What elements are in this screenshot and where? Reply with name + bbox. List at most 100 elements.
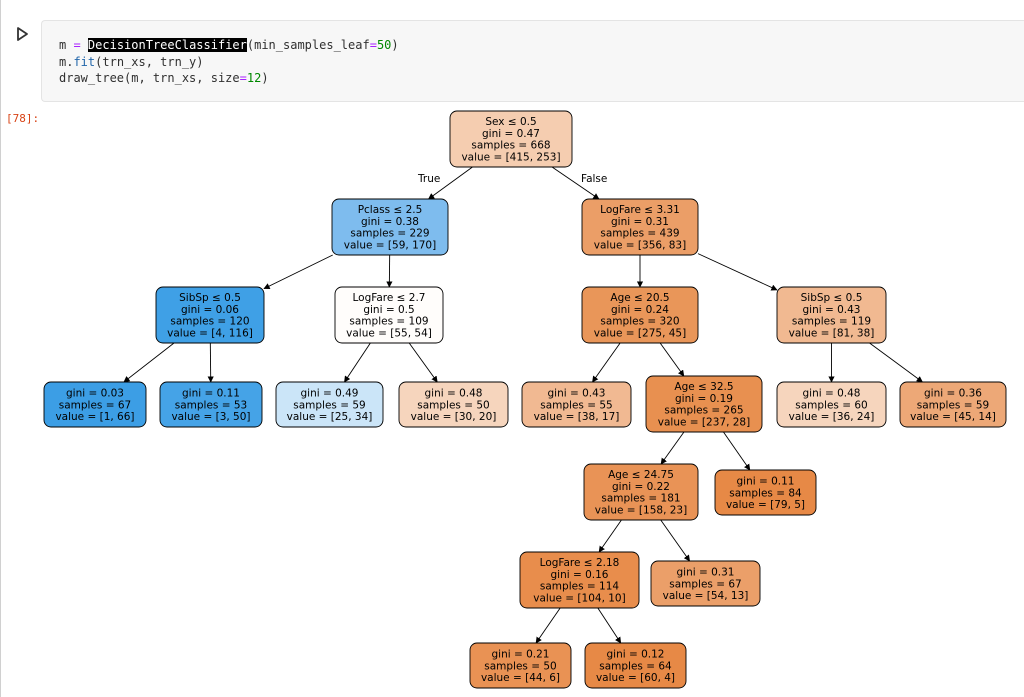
node-text-line: value = [59, 170] xyxy=(344,240,436,252)
tree-edge-n15-n17 xyxy=(598,519,622,553)
node-text-line: value = [30, 20] xyxy=(411,411,497,423)
node-text-line: gini = 0.11 xyxy=(736,476,794,488)
node-box xyxy=(334,286,444,344)
tree-edge-n5-n11 xyxy=(592,342,621,383)
node-text-line: value = [79, 5] xyxy=(726,499,805,511)
code-cell[interactable]: m = DecisionTreeClassifier(min_samples_l… xyxy=(41,20,1024,102)
tree-edge-n4-n9 xyxy=(344,342,371,383)
node-text-line: samples = 50 xyxy=(484,660,556,672)
node-text-line: samples = 64 xyxy=(599,660,672,672)
node-text-line: gini = 0.21 xyxy=(491,649,549,661)
node-text-line: value = [25, 34] xyxy=(287,411,373,423)
node-box xyxy=(398,381,509,428)
node-box xyxy=(650,560,761,607)
node-text-line: value = [158, 23] xyxy=(595,505,687,517)
node-text-line: gini = 0.24 xyxy=(611,304,669,316)
node-text-line: Sex ≤ 0.5 xyxy=(485,116,536,128)
tree-edge-n17-n19 xyxy=(535,607,561,644)
node-text-line: samples = 59 xyxy=(293,399,365,411)
tree-edge-n3-n7 xyxy=(123,342,175,383)
code-editor[interactable]: m = DecisionTreeClassifier(min_samples_l… xyxy=(59,37,399,87)
node-text-line: gini = 0.16 xyxy=(550,569,608,581)
node-text-line: gini = 0.49 xyxy=(300,388,358,400)
node-box xyxy=(519,551,640,609)
tree-edge-n0-n2 xyxy=(551,166,600,200)
node-text-line: gini = 0.19 xyxy=(675,393,733,405)
node-text-line: samples = 265 xyxy=(664,405,743,417)
node-text-line: LogFare ≤ 3.31 xyxy=(600,204,680,216)
node-box xyxy=(449,110,573,168)
node-text-line: value = [356, 83] xyxy=(594,240,686,252)
node-text-line: samples = 50 xyxy=(417,399,489,411)
node-text-line: gini = 0.43 xyxy=(547,388,605,400)
tree-edge-n15-n18 xyxy=(660,519,691,562)
node-box xyxy=(899,381,1007,428)
node-text-line: samples = 229 xyxy=(350,228,429,240)
node-text-line: gini = 0.48 xyxy=(424,388,482,400)
notebook-gutter-rule xyxy=(0,0,1,697)
node-box xyxy=(776,286,887,344)
code-token: ) xyxy=(391,38,399,52)
node-text-line: gini = 0.47 xyxy=(482,128,540,140)
node-text-line: samples = 320 xyxy=(600,316,679,328)
tree-edge-n6-n14 xyxy=(869,342,923,383)
node-text-line: samples = 84 xyxy=(729,487,802,499)
node-box xyxy=(159,381,263,428)
node-text-line: value = [415, 253] xyxy=(461,152,560,164)
node-text-line: gini = 0.22 xyxy=(612,481,670,493)
edge-label-false: False xyxy=(581,173,607,185)
node-box xyxy=(776,381,887,428)
node-text-line: samples = 119 xyxy=(792,316,871,328)
node-box xyxy=(43,381,147,428)
node-text-line: Age ≤ 32.5 xyxy=(674,381,733,393)
node-text-line: samples = 67 xyxy=(59,399,131,411)
node-text-line: samples = 668 xyxy=(471,140,550,152)
node-text-line: value = [104, 10] xyxy=(533,593,625,605)
node-text-line: gini = 0.31 xyxy=(676,567,734,579)
tree-edge-n12-n15 xyxy=(660,431,685,465)
code-line: draw_tree(m, trn_xs, size=12) xyxy=(59,71,269,85)
node-box xyxy=(155,286,265,344)
code-token: 50 xyxy=(376,38,392,52)
node-text-line: gini = 0.36 xyxy=(924,388,982,400)
node-text-line: value = [54, 13] xyxy=(663,590,749,602)
node-text-line: gini = 0.5 xyxy=(363,304,414,316)
node-box xyxy=(645,375,763,433)
node-text-line: gini = 0.31 xyxy=(611,216,669,228)
node-box xyxy=(581,286,699,344)
node-text-line: gini = 0.06 xyxy=(181,304,239,316)
tree-edge-n17-n20 xyxy=(597,607,622,644)
output-prompt: [78]: xyxy=(6,112,40,125)
node-text-line: value = [237, 28] xyxy=(658,417,750,429)
node-text-line: SibSp ≤ 0.5 xyxy=(801,292,863,304)
node-box xyxy=(469,642,572,689)
code-token: m. xyxy=(59,54,74,69)
code-token: = xyxy=(239,71,247,85)
run-cell-icon[interactable] xyxy=(14,26,30,42)
node-box xyxy=(331,198,449,256)
node-text-line: value = [81, 38] xyxy=(789,328,875,340)
node-text-line: SibSp ≤ 0.5 xyxy=(179,292,241,304)
node-box xyxy=(521,381,632,428)
node-text-line: gini = 0.38 xyxy=(361,216,419,228)
node-text-line: samples = 59 xyxy=(917,399,989,411)
code-token: draw_tree(m, trn_xs, size xyxy=(59,71,240,85)
node-text-line: gini = 0.12 xyxy=(606,649,664,661)
node-text-line: gini = 0.48 xyxy=(802,388,860,400)
